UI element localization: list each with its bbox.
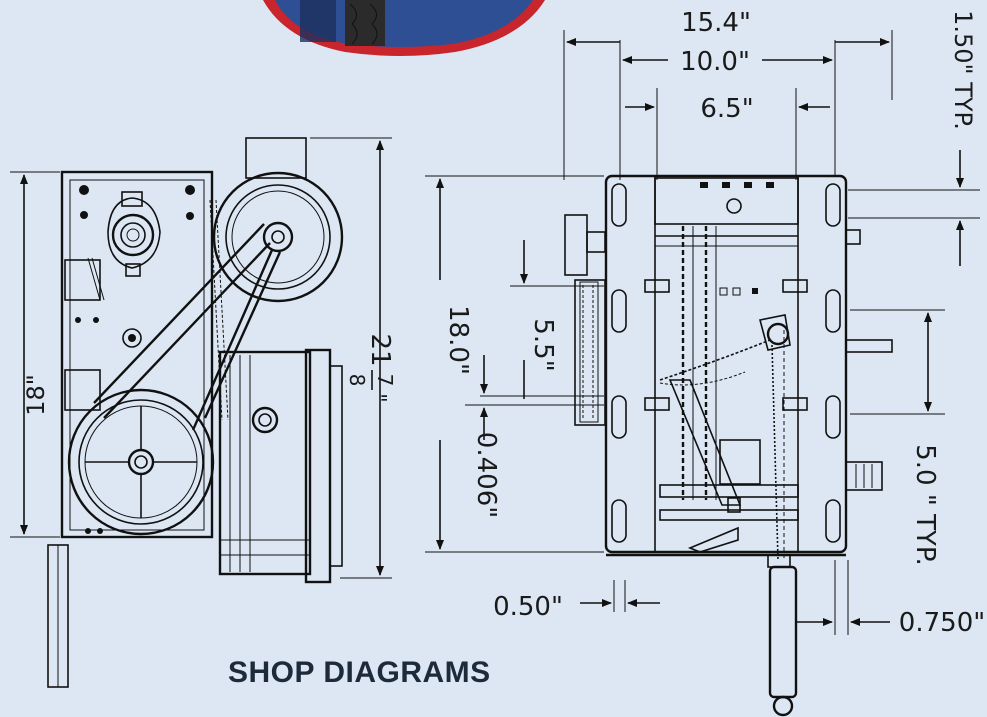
dim-top-mid <box>625 88 830 180</box>
dim-small-vertical <box>465 355 604 440</box>
dim-right-typ-mid-label: 5.0 " TYP. <box>910 444 940 566</box>
dim-top-overall-label: 15.4" <box>681 8 751 38</box>
dim-right-typ-top-label: 1.50" TYP. <box>949 10 977 130</box>
dim-small-vertical-label: 0.406" <box>471 432 501 518</box>
dim-side-height-label: 21 7 8 " <box>345 333 397 402</box>
front-view-drawing <box>564 174 893 717</box>
svg-text:8: 8 <box>345 374 369 387</box>
svg-text:21: 21 <box>365 333 395 366</box>
dim-top-inner-label: 10.0" <box>680 47 750 77</box>
dim-right-typ-top <box>848 150 980 266</box>
dim-mid-vertical <box>480 240 604 399</box>
svg-text:": " <box>367 393 391 402</box>
dim-left-height-label: 18" <box>22 374 50 416</box>
dim-right-typ-mid <box>850 309 945 415</box>
dim-bottom-small <box>580 580 660 612</box>
dim-side-height <box>310 137 392 579</box>
svg-text:7: 7 <box>373 374 397 387</box>
dim-front-height <box>425 175 604 553</box>
dim-top-mid-label: 6.5" <box>700 94 753 124</box>
dim-front-height-label: 18.0" <box>443 305 473 375</box>
dim-top-overall <box>563 30 893 180</box>
dim-bottom-small-label: 0.50" <box>493 592 563 622</box>
side-view-drawing <box>47 137 344 688</box>
dim-left-height <box>10 171 60 538</box>
top-badge-logo <box>263 0 545 56</box>
page-caption: SHOP DIAGRAMS <box>228 656 491 689</box>
dim-mid-vertical-label: 5.5" <box>528 318 558 371</box>
dim-top-inner <box>619 40 836 180</box>
dim-bottom-right-label: 0.750" <box>899 608 985 638</box>
dim-bottom-right <box>795 560 890 635</box>
